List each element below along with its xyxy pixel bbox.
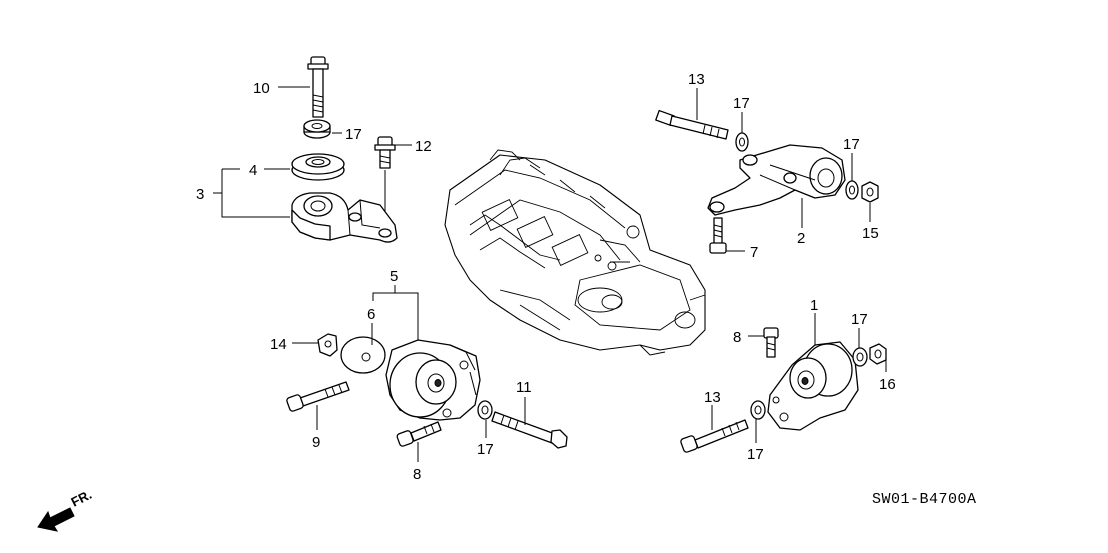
nut-icon xyxy=(869,343,887,365)
bolt-icon xyxy=(374,136,396,169)
callout-10: 10 xyxy=(253,80,270,97)
washer-icon xyxy=(303,119,331,139)
callout-17: 17 xyxy=(747,446,764,463)
callout-17: 17 xyxy=(477,441,494,458)
front-label: FR. xyxy=(69,487,94,510)
callouts: 10 17 12 4 3 5 6 14 9 8 17 11 13 17 17 1… xyxy=(196,71,896,483)
callout-8: 8 xyxy=(413,466,421,483)
callout-17: 17 xyxy=(851,311,868,328)
callout-2: 2 xyxy=(797,230,805,247)
arrow-icon xyxy=(37,507,75,532)
mount-icon xyxy=(286,333,568,449)
leader-lines xyxy=(213,86,887,462)
mount-icon xyxy=(291,56,398,243)
bolt-icon xyxy=(763,327,779,358)
callout-12: 12 xyxy=(415,138,432,155)
callout-6: 6 xyxy=(367,306,375,323)
bolt-icon xyxy=(709,217,727,254)
front-direction-indicator: FR. xyxy=(37,487,94,532)
bolt-icon xyxy=(680,419,749,453)
callout-3: 3 xyxy=(196,186,204,203)
mount-icon xyxy=(655,109,879,254)
callout-13: 13 xyxy=(688,71,705,88)
bolt-icon xyxy=(655,109,729,140)
nut-icon xyxy=(861,181,879,203)
callout-17: 17 xyxy=(345,126,362,143)
callout-13: 13 xyxy=(704,389,721,406)
callout-5: 5 xyxy=(390,268,398,285)
washer-icon xyxy=(852,347,868,367)
callout-1: 1 xyxy=(810,297,818,314)
washer-icon xyxy=(735,132,749,152)
washer-icon xyxy=(750,400,766,420)
callout-7: 7 xyxy=(750,244,758,261)
mount-icon xyxy=(680,327,887,453)
callout-15: 15 xyxy=(862,225,879,242)
engine-icon xyxy=(444,149,706,356)
bolt-icon xyxy=(307,56,329,118)
callout-17: 17 xyxy=(733,95,750,112)
callout-17: 17 xyxy=(843,136,860,153)
callout-11: 11 xyxy=(516,379,532,396)
callout-14: 14 xyxy=(270,336,287,353)
bolt-icon xyxy=(491,411,568,449)
callout-8: 8 xyxy=(733,329,741,346)
washer-icon xyxy=(845,180,859,200)
diagram-code: SW01-B4700A xyxy=(872,491,977,508)
callout-4: 4 xyxy=(249,162,257,179)
bolt-icon xyxy=(286,381,350,412)
washer-icon xyxy=(291,153,345,181)
washer-icon xyxy=(477,400,493,420)
callout-16: 16 xyxy=(879,376,896,393)
bolt-icon xyxy=(396,421,442,447)
callout-9: 9 xyxy=(312,434,320,451)
